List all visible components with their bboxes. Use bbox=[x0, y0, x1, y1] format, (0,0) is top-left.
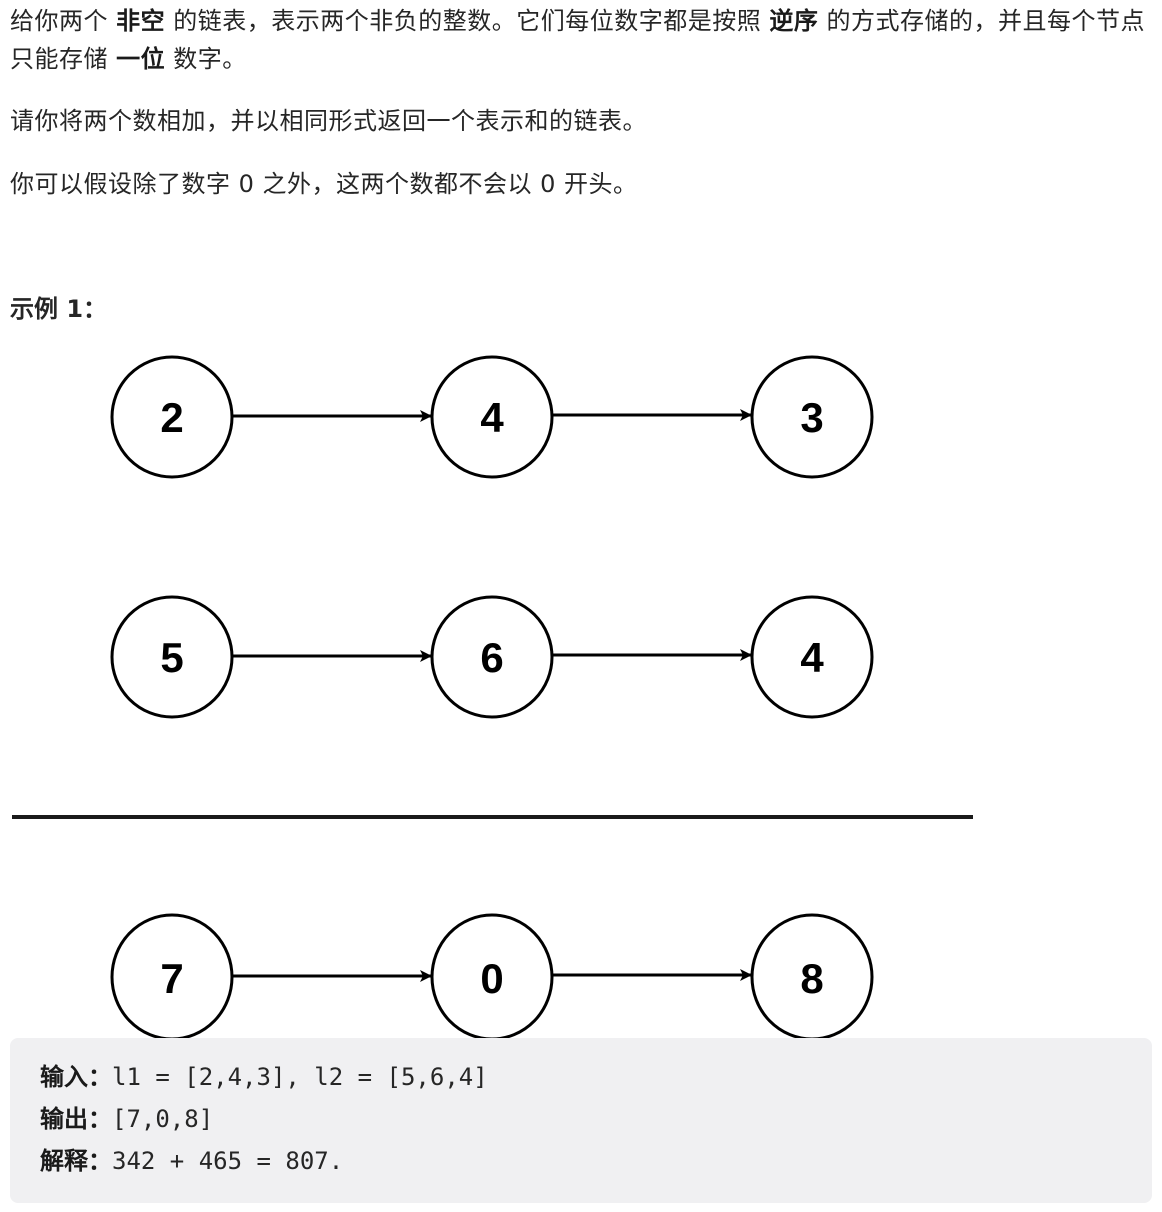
text-segment: 的链表，表示两个非负的整数。它们每位数字都是按照 bbox=[165, 7, 770, 35]
input-value: l1 = [2,4,3], l2 = [5,6,4] bbox=[112, 1063, 488, 1091]
bold-one-digit: 一位 bbox=[116, 45, 166, 73]
text-segment: 给你两个 bbox=[10, 7, 117, 35]
output-label: 输出： bbox=[40, 1105, 112, 1133]
node-value: 2 bbox=[160, 394, 183, 441]
node-value: 0 bbox=[480, 955, 503, 1002]
list1-row: 2 4 3 bbox=[110, 355, 874, 479]
list2-row: 5 6 4 bbox=[110, 595, 874, 719]
node-value: 3 bbox=[800, 394, 823, 441]
list-node bbox=[430, 355, 554, 479]
bold-non-empty: 非空 bbox=[116, 7, 166, 35]
result-row: 7 0 8 bbox=[110, 913, 874, 1040]
bold-reverse-order: 逆序 bbox=[769, 7, 819, 35]
text-segment: 数字。 bbox=[165, 45, 247, 73]
explanation-line: 解释：342 + 465 = 807. bbox=[40, 1140, 1122, 1182]
output-value: [7,0,8] bbox=[112, 1105, 214, 1133]
example-title: 示例 1： bbox=[10, 295, 108, 323]
node-value: 5 bbox=[160, 634, 183, 681]
problem-description-paragraph-1: 给你两个 非空 的链表，表示两个非负的整数。它们每位数字都是按照 逆序 的方式存… bbox=[10, 2, 1150, 78]
list-node bbox=[750, 355, 874, 479]
problem-description-paragraph-3: 你可以假设除了数字 0 之外，这两个数都不会以 0 开头。 bbox=[10, 170, 638, 198]
explanation-value: 342 + 465 = 807. bbox=[112, 1147, 344, 1175]
explanation-label: 解释： bbox=[40, 1147, 112, 1175]
node-value: 8 bbox=[800, 955, 823, 1002]
node-value: 4 bbox=[480, 394, 504, 441]
output-line: 输出：[7,0,8] bbox=[40, 1098, 1122, 1140]
list-node bbox=[430, 595, 554, 719]
node-value: 7 bbox=[160, 955, 183, 1002]
problem-description-paragraph-2: 请你将两个数相加，并以相同形式返回一个表示和的链表。 bbox=[10, 107, 647, 135]
node-value: 6 bbox=[480, 634, 503, 681]
linked-list-diagram: 2 4 3 5 6 4 7 0 8 bbox=[12, 355, 973, 1040]
example-code-block: 输入：l1 = [2,4,3], l2 = [5,6,4] 输出：[7,0,8]… bbox=[10, 1038, 1152, 1203]
input-line: 输入：l1 = [2,4,3], l2 = [5,6,4] bbox=[40, 1056, 1122, 1098]
input-label: 输入： bbox=[40, 1063, 112, 1091]
node-value: 4 bbox=[800, 634, 824, 681]
text-segment: 的方式存储的，并且每个节点只能存储 bbox=[10, 7, 1146, 73]
list-node bbox=[750, 595, 874, 719]
